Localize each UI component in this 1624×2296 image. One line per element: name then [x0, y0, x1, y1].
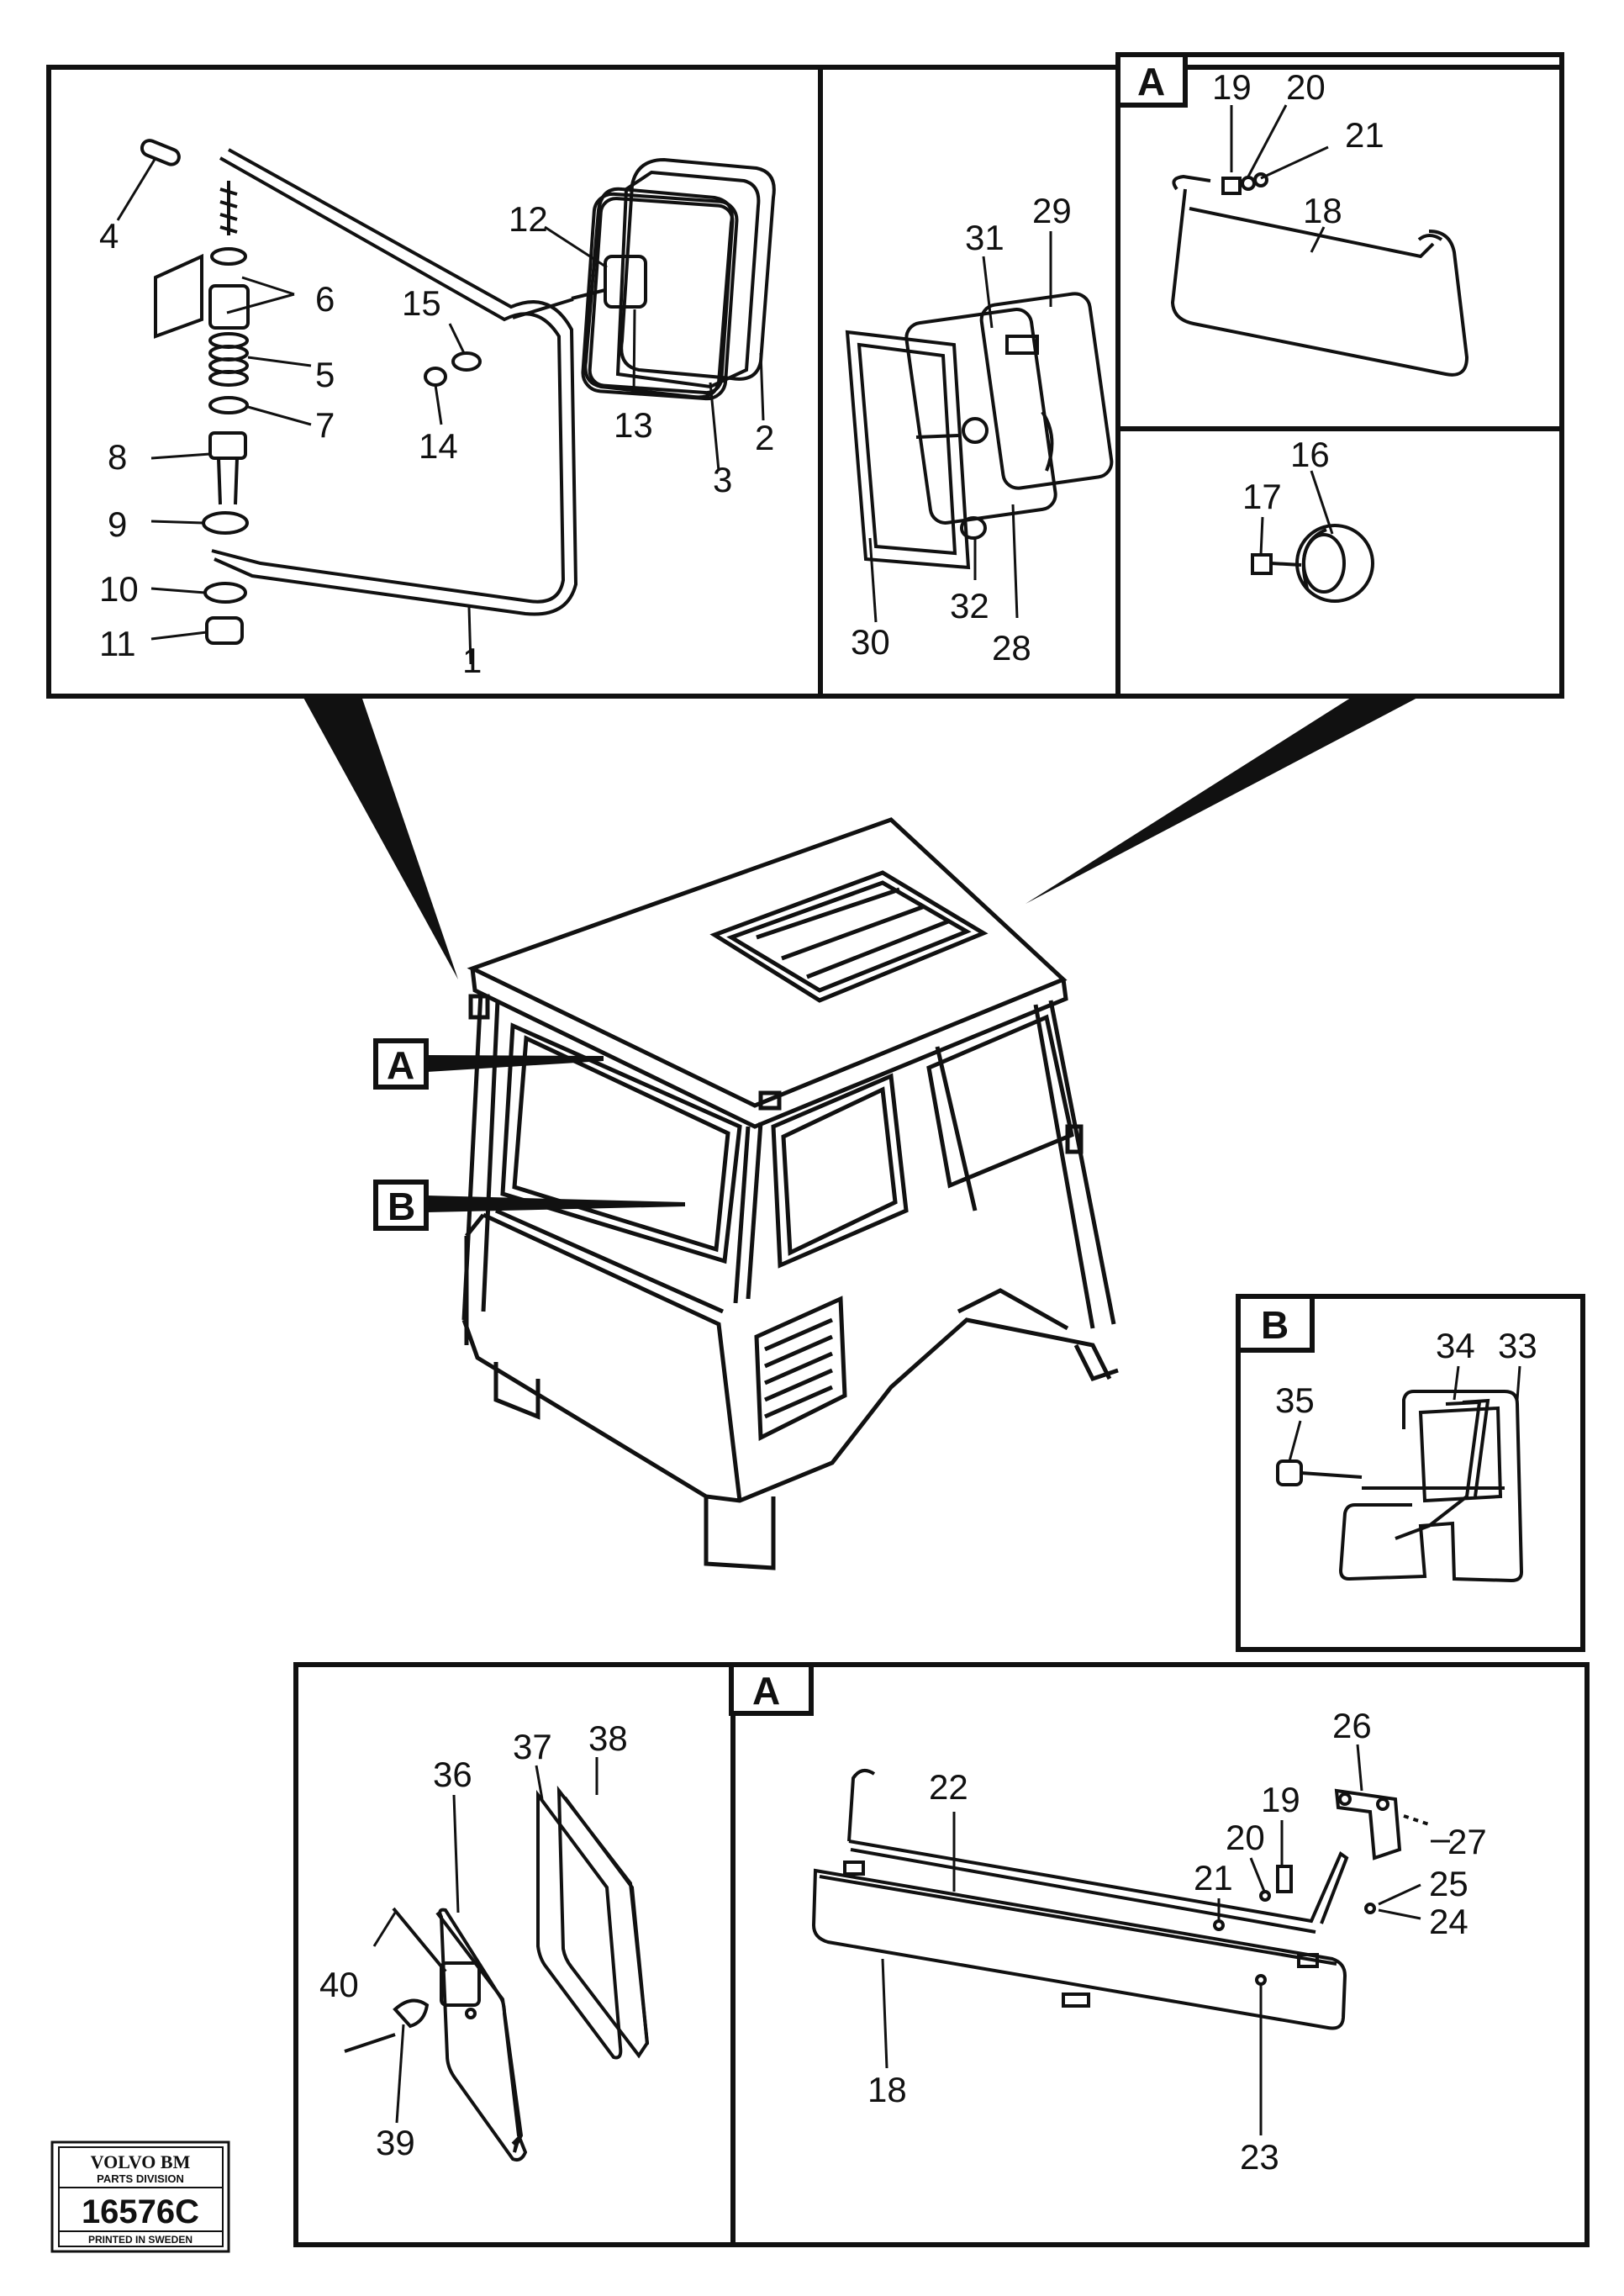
work-lamp-drawing	[845, 292, 1114, 570]
callout-10: 10	[99, 569, 139, 609]
svg-text:A: A	[387, 1043, 414, 1087]
pointer-left	[303, 696, 458, 979]
callout-32: 32	[950, 586, 989, 625]
callout-19: 19	[1212, 67, 1252, 107]
callout-27: 27	[1447, 1822, 1487, 1861]
cab-tag-a: A	[373, 1038, 429, 1090]
tag-a-top: A	[1115, 52, 1188, 108]
svg-text:B: B	[1261, 1303, 1289, 1347]
callout-22: 22	[929, 1767, 968, 1807]
cab-leader-b	[426, 1196, 685, 1212]
callout-4: 4	[99, 216, 119, 256]
callout-21: 21	[1345, 115, 1384, 155]
callout-34: 34	[1436, 1326, 1475, 1365]
callout-9: 9	[108, 504, 127, 544]
callout-7: 7	[315, 405, 335, 445]
callout-leaders-panel-b	[1288, 1365, 1521, 1462]
stamp-number: 16576C	[82, 2193, 199, 2230]
callout-23: 23	[1240, 2137, 1279, 2177]
callout-39: 39	[376, 2123, 415, 2162]
callouts-mid-right: 16 17	[1242, 435, 1330, 516]
svg-text:A: A	[1137, 60, 1165, 103]
callout-1: 1	[462, 641, 482, 680]
seat-belt-drawing	[1276, 1390, 1524, 1583]
callout-leaders-top-right-a	[1230, 104, 1329, 253]
grommet-drawing	[1251, 524, 1374, 603]
callout-33: 33	[1498, 1326, 1537, 1365]
callout-24: 24	[1429, 1902, 1468, 1941]
mirror-assembly-drawing	[140, 139, 776, 645]
cab-leader-a	[426, 1055, 604, 1072]
svg-text:B: B	[388, 1185, 415, 1228]
top-panel-frame	[46, 52, 1564, 699]
stamp-printed: PRINTED IN SWEDEN	[88, 2234, 192, 2246]
callout-28: 28	[992, 628, 1031, 668]
callout-31: 31	[965, 218, 1004, 257]
callout-25: 25	[1429, 1864, 1468, 1903]
callout-leaders-top-left	[116, 157, 765, 665]
sun-visor-drawing-bottom	[811, 1769, 1430, 2030]
callout-5: 5	[315, 355, 335, 394]
callout-36: 36	[433, 1755, 472, 1794]
callout-2: 2	[755, 418, 774, 457]
callout-13: 13	[614, 405, 653, 445]
callout-30: 30	[851, 622, 890, 662]
callout-6: 6	[315, 279, 335, 319]
callout-leaders-top-mid	[868, 231, 1052, 623]
callout-35: 35	[1275, 1380, 1315, 1420]
mirror-glass-drawing	[344, 1785, 650, 2161]
callout-20-bottom: 20	[1226, 1818, 1265, 1857]
callout-15: 15	[402, 283, 441, 323]
svg-text:A: A	[752, 1669, 780, 1713]
callout-14: 14	[419, 426, 458, 466]
callout-19-bottom: 19	[1261, 1780, 1300, 1819]
callout-20: 20	[1286, 67, 1326, 107]
callout-18: 18	[1303, 191, 1342, 230]
callout-8: 8	[108, 437, 127, 477]
stamp-division: PARTS DIVISION	[97, 2172, 184, 2185]
callouts-bottom-right-a: 26 22 19 20 21 27 25 24 23 18	[867, 1706, 1487, 2177]
callouts-panel-b: 34 33 35	[1275, 1326, 1537, 1420]
callout-37: 37	[513, 1727, 552, 1766]
callouts-top-left: 4 6 5 7 8 9 10 11 1 12 13 15 14 3 2	[99, 199, 774, 680]
callout-21-bottom: 21	[1194, 1858, 1233, 1897]
callout-12: 12	[509, 199, 548, 239]
callout-leaders-bottom-left	[372, 1757, 598, 2124]
callout-16: 16	[1290, 435, 1330, 474]
stamp-brand: VOLVO BM	[91, 2151, 191, 2172]
callout-leaders-mid-right	[1259, 470, 1334, 556]
bottom-panel-frame	[293, 1662, 1590, 2247]
tag-a-bottom: A	[729, 1662, 814, 1716]
panel-b-frame	[1236, 1294, 1585, 1652]
callouts-bottom-left: 36 37 38 40 39	[319, 1718, 628, 2162]
callout-38: 38	[588, 1718, 628, 1758]
pointer-right	[1026, 696, 1421, 904]
parts-division-stamp: VOLVO BM PARTS DIVISION 16576C PRINTED I…	[50, 2140, 230, 2253]
sun-visor-drawing-top	[1170, 172, 1469, 377]
callout-3: 3	[713, 460, 732, 499]
tag-b-panel: B	[1236, 1294, 1315, 1353]
cab-drawing	[461, 817, 1119, 1570]
callout-17: 17	[1242, 477, 1282, 516]
callout-26: 26	[1332, 1706, 1372, 1745]
callout-40: 40	[319, 1965, 359, 2004]
callout-leaders-bottom-right-a	[881, 1744, 1450, 2135]
callouts-top-right-a: 19 20 21 18	[1212, 67, 1384, 230]
callout-29: 29	[1032, 191, 1072, 230]
callout-18-bottom: 18	[867, 2070, 907, 2109]
callout-11: 11	[99, 624, 136, 663]
callouts-top-mid: 31 29 30 32 28	[851, 191, 1072, 668]
cab-tag-b: B	[373, 1180, 429, 1231]
